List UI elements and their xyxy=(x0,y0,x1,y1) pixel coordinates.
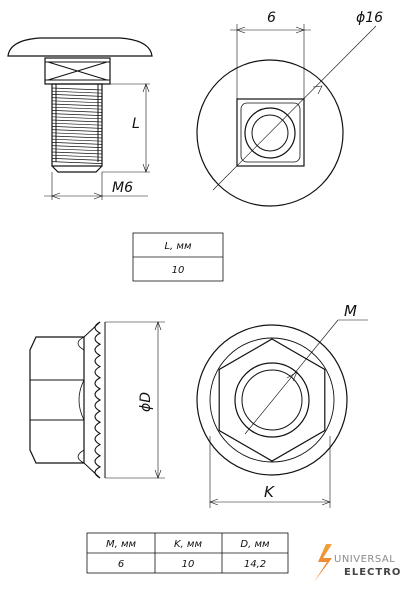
thread-line xyxy=(51,142,103,145)
nut-table-header-d: D, мм xyxy=(240,539,270,550)
bolt-side-view xyxy=(7,37,153,200)
thread-line xyxy=(51,154,103,158)
thread-line xyxy=(51,129,103,132)
thread-hole-inner xyxy=(241,369,303,431)
thread-line xyxy=(51,97,103,100)
square-dim-label: 6 xyxy=(267,10,276,26)
thread-line xyxy=(51,90,103,94)
length-dim-label: L xyxy=(132,116,140,132)
nut-table xyxy=(86,532,289,574)
nut-table-header-m: M, мм xyxy=(106,539,137,550)
nut-table-value-m: 6 xyxy=(118,559,124,570)
thread-line xyxy=(51,103,103,107)
bolt-tip xyxy=(51,165,103,173)
thread-line xyxy=(51,145,103,148)
thread-line xyxy=(51,119,103,123)
square-neck-outline xyxy=(236,98,305,167)
thread-line xyxy=(51,132,103,136)
bolt-table xyxy=(132,232,224,282)
thread-line xyxy=(51,113,103,116)
flange-outer-circle xyxy=(196,324,348,476)
nut-side-view xyxy=(29,321,165,479)
nut-front-view xyxy=(196,319,368,508)
bolt-threads xyxy=(51,87,103,164)
thread-line xyxy=(51,87,103,91)
thread-line xyxy=(51,110,103,113)
bolt-head-dome xyxy=(7,37,153,57)
thread-line xyxy=(51,100,103,104)
thread-line xyxy=(51,161,103,164)
thread-line xyxy=(51,94,103,97)
thread-dim-label: M6 xyxy=(112,180,133,196)
thread-line xyxy=(51,158,103,161)
nut-thread-dim-label: M xyxy=(344,302,357,320)
thread-line xyxy=(51,122,103,126)
nut-table-value-k: 10 xyxy=(182,559,195,570)
head-outer-circle xyxy=(196,59,344,207)
diameter-dim-label: ϕ16 xyxy=(356,10,383,26)
thread-hole-outer xyxy=(234,362,310,438)
shank-circle-outer xyxy=(244,107,296,159)
thread-line xyxy=(51,148,103,152)
logo-line1: UNIVERSAL xyxy=(334,554,395,565)
logo-line2: ELECTRO xyxy=(344,567,401,578)
nut-table-header-k: K, мм xyxy=(174,539,202,550)
bolt-table-value: 10 xyxy=(172,265,185,276)
nut-serrated-flange xyxy=(94,321,102,479)
nut-table-value-d: 14,2 xyxy=(244,559,266,570)
nut-diameter-dim-label: ϕD xyxy=(138,392,154,412)
nut-width-dim-label: K xyxy=(264,483,275,501)
nut-hexagon xyxy=(218,338,326,462)
shank-circle-inner xyxy=(251,114,289,152)
thread-line xyxy=(51,106,103,110)
thread-line xyxy=(51,126,103,129)
thread-line xyxy=(51,116,103,120)
universal-electro-logo: UNIVERSAL ELECTRO xyxy=(314,544,401,582)
thread-line xyxy=(51,151,103,155)
thread-line xyxy=(51,135,103,139)
bolt-table-header: L, мм xyxy=(164,241,191,252)
thread-line xyxy=(51,138,103,142)
bolt-head-view xyxy=(196,24,377,207)
lightning-bolt-icon xyxy=(314,544,332,582)
nut-hex-body xyxy=(29,336,85,464)
